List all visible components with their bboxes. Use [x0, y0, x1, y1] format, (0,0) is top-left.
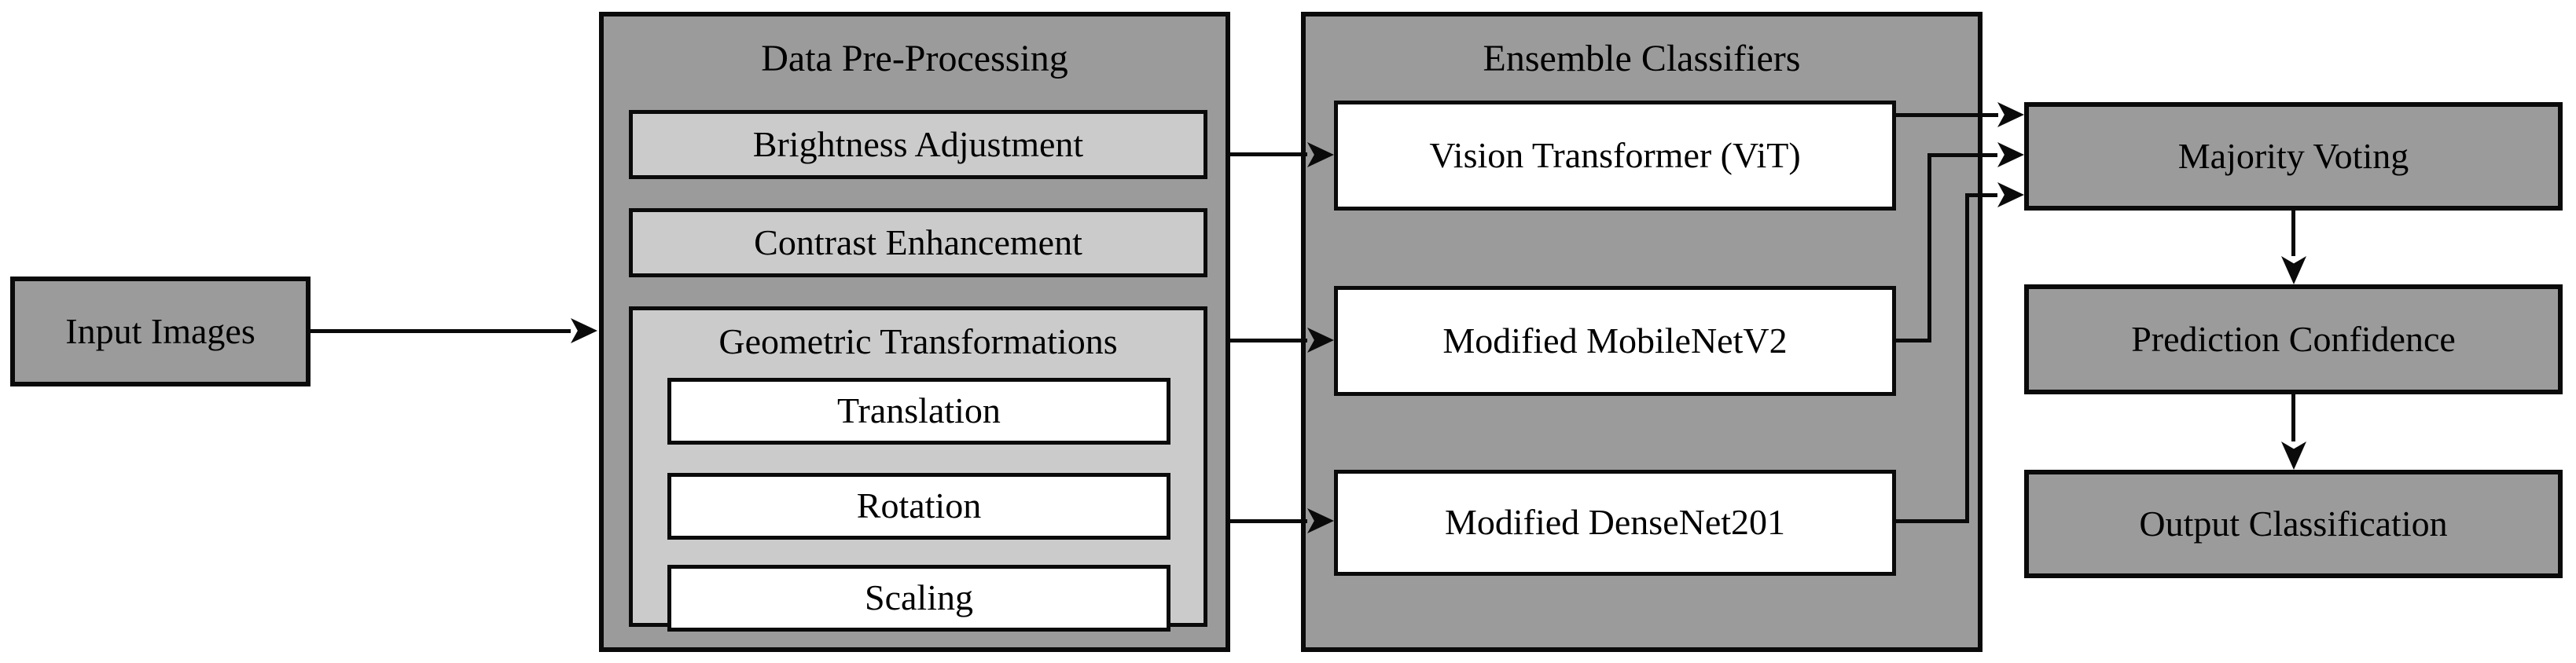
- edge-densenet-to-voting-seg1: [1896, 519, 1969, 523]
- node-modified-mobilenetv2: Modified MobileNetV2: [1334, 286, 1896, 396]
- node-rotation: Rotation: [667, 473, 1170, 540]
- node-vision-transformer-label: Vision Transformer (ViT): [1429, 134, 1801, 175]
- node-modified-densenet201-label: Modified DenseNet201: [1444, 502, 1786, 543]
- node-rotation-label: Rotation: [856, 485, 982, 526]
- edge-preprocessing-to-vit-shaft: [1229, 152, 1307, 156]
- node-translation: Translation: [667, 378, 1170, 445]
- edge-densenet-to-voting-arrowhead-icon: [1997, 182, 2024, 207]
- edge-mobilenet-to-voting-seg1: [1896, 339, 1931, 342]
- node-modified-mobilenetv2-label: Modified MobileNetV2: [1442, 320, 1788, 361]
- ensemble-classifiers-title: Ensemble Classifiers: [1483, 38, 1801, 79]
- node-output-classification: Output Classification: [2024, 470, 2563, 578]
- edge-voting-to-confidence-arrowhead-icon: [2281, 256, 2306, 284]
- edge-mobilenet-to-voting-seg3: [1927, 153, 1997, 157]
- node-contrast-enhancement: Contrast Enhancement: [629, 208, 1207, 277]
- edge-densenet-to-voting-seg2: [1965, 193, 1969, 523]
- node-majority-voting: Majority Voting: [2024, 102, 2563, 211]
- node-contrast-enhancement-label: Contrast Enhancement: [754, 222, 1082, 262]
- node-prediction-confidence-label: Prediction Confidence: [2131, 318, 2456, 359]
- edge-vit-to-voting-shaft: [1896, 113, 1998, 117]
- edge-input-to-preprocessing-shaft: [311, 329, 571, 333]
- node-input-images: Input Images: [10, 277, 311, 386]
- node-geometric-transformations: Geometric Transformations Translation Ro…: [629, 306, 1207, 632]
- node-output-classification-label: Output Classification: [2139, 503, 2448, 544]
- container-data-preprocessing: Data Pre-Processing Brightness Adjustmen…: [599, 12, 1230, 652]
- edge-input-to-preprocessing-arrowhead-icon: [571, 318, 597, 343]
- node-brightness-adjustment-label: Brightness Adjustment: [752, 123, 1084, 164]
- edge-preprocessing-to-densenet-shaft: [1229, 519, 1307, 523]
- edge-vit-to-voting-arrowhead-icon: [1997, 102, 2024, 127]
- edge-confidence-to-output-shaft: [2291, 394, 2295, 441]
- edge-confidence-to-output-arrowhead-icon: [2281, 441, 2306, 470]
- edge-densenet-to-voting-seg3: [1965, 193, 1997, 197]
- container-ensemble-classifiers: Ensemble Classifiers Vision Transformer …: [1301, 12, 1983, 652]
- node-vision-transformer: Vision Transformer (ViT): [1334, 101, 1896, 211]
- node-scaling-label: Scaling: [865, 577, 973, 618]
- node-translation-label: Translation: [837, 390, 1001, 431]
- node-modified-densenet201: Modified DenseNet201: [1334, 470, 1896, 576]
- node-input-images-label: Input Images: [65, 310, 255, 351]
- edge-preprocessing-to-mobilenet-shaft: [1229, 339, 1307, 342]
- edge-mobilenet-to-voting-seg2: [1927, 153, 1931, 342]
- node-majority-voting-label: Majority Voting: [2177, 135, 2409, 176]
- geometric-transformations-title: Geometric Transformations: [718, 321, 1118, 361]
- data-preprocessing-title: Data Pre-Processing: [761, 38, 1068, 79]
- edge-mobilenet-to-voting-arrowhead-icon: [1997, 142, 2024, 167]
- node-brightness-adjustment: Brightness Adjustment: [629, 110, 1207, 179]
- node-prediction-confidence: Prediction Confidence: [2024, 284, 2563, 394]
- edge-voting-to-confidence-shaft: [2291, 211, 2295, 256]
- node-scaling: Scaling: [667, 565, 1170, 632]
